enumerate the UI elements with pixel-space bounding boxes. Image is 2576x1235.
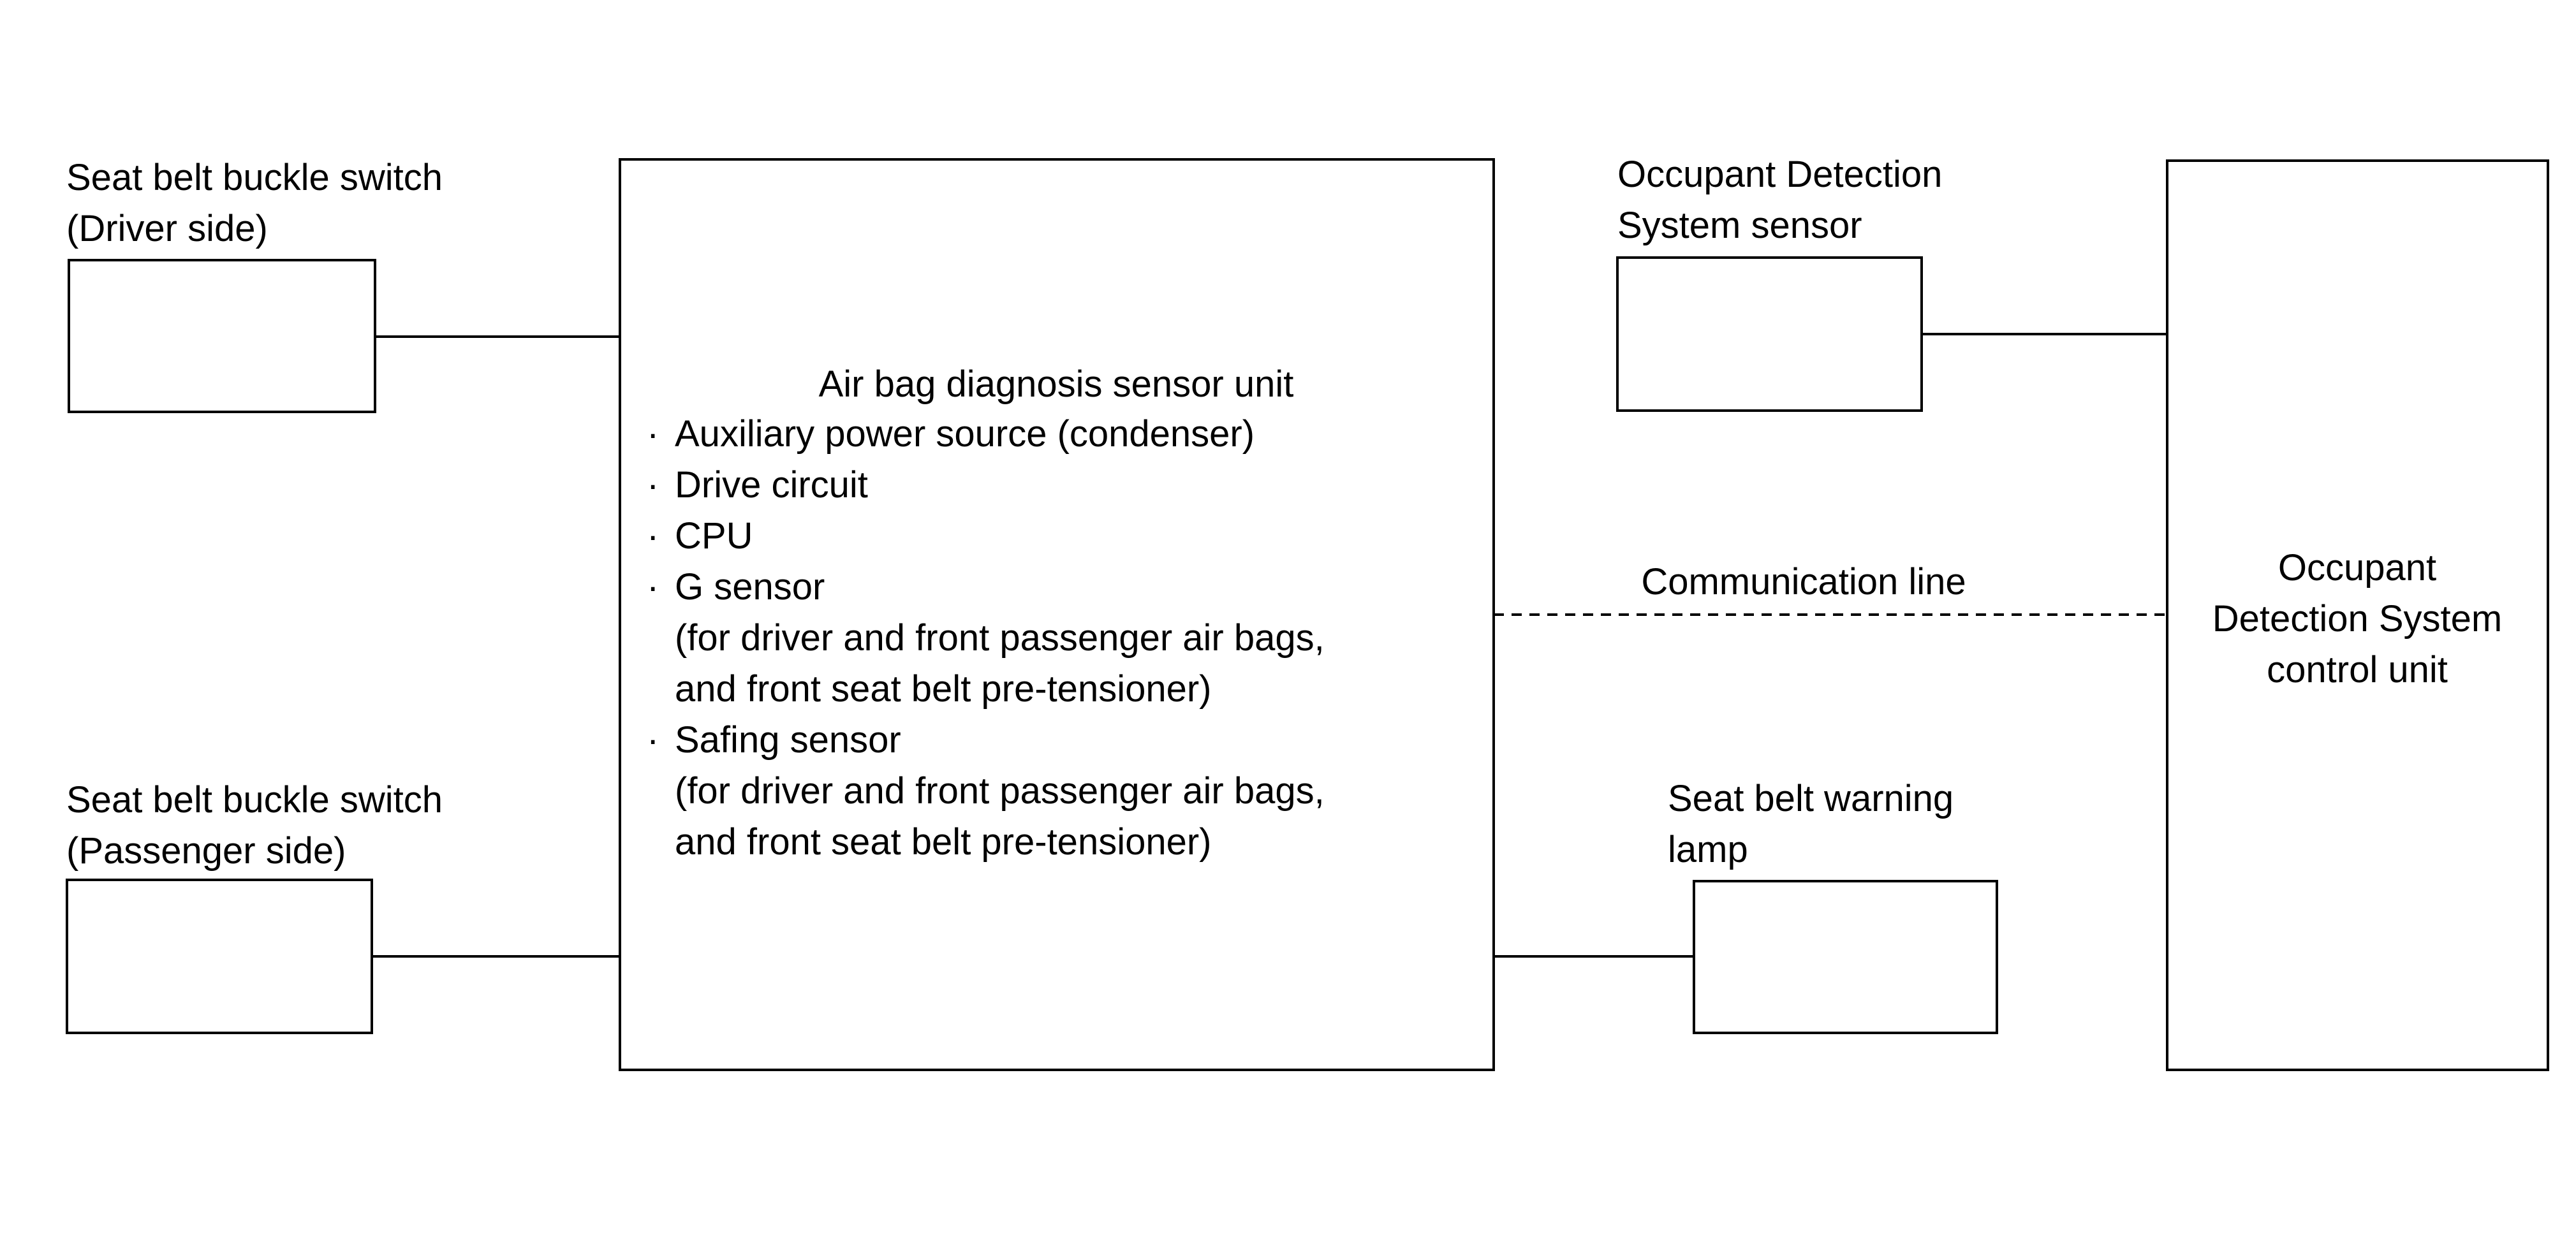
warning-lamp-label-line1: Seat belt warning — [1668, 778, 1954, 819]
ods-control-unit-label-line2: Detection System — [2212, 598, 2503, 639]
bullet-drive-circuit: · — [647, 464, 659, 506]
item-cpu: CPU — [675, 515, 753, 557]
ods-control-unit: Occupant Detection System control unit — [2166, 159, 2549, 1071]
item-safing-sensor-detail-2: and front seat belt pre-tensioner) — [675, 821, 1211, 863]
bullet-safing-sensor: · — [647, 719, 659, 761]
item-drive-circuit: Drive circuit — [675, 464, 868, 506]
warning-lamp-label-line2: lamp — [1668, 829, 1748, 870]
driver-buckle-switch-label-line2: (Driver side) — [66, 208, 268, 249]
item-g-sensor-detail-1: (for driver and front passenger air bags… — [675, 617, 1325, 659]
bullet-auxiliary-power: · — [647, 413, 659, 455]
item-safing-sensor-detail-1: (for driver and front passenger air bags… — [675, 770, 1325, 812]
air-bag-diagnosis-sensor-unit: Air bag diagnosis sensor unit · Auxiliar… — [619, 158, 1495, 1071]
ods-sensor-label-line1: Occupant Detection — [1617, 154, 1942, 195]
item-g-sensor: G sensor — [675, 566, 825, 608]
ods-control-unit-label-line3: control unit — [2267, 649, 2448, 691]
driver-buckle-switch: Seat belt buckle switch (Driver side) — [66, 157, 443, 413]
ods-sensor-box — [1616, 256, 1923, 412]
ods-sensor: Occupant Detection System sensor — [1616, 154, 1942, 412]
ods-control-unit-label-line1: Occupant — [2278, 547, 2436, 588]
warning-lamp-box — [1693, 880, 1998, 1034]
passenger-buckle-switch-box — [66, 879, 373, 1034]
ods-sensor-label-line2: System sensor — [1617, 205, 1862, 246]
driver-buckle-switch-label-line1: Seat belt buckle switch — [66, 157, 443, 198]
item-auxiliary-power: Auxiliary power source (condenser) — [675, 413, 1255, 455]
bullet-g-sensor: · — [647, 566, 659, 608]
bullet-cpu: · — [647, 515, 659, 557]
communication-line-label: Communication line — [1641, 561, 1966, 603]
seat-belt-warning-lamp: Seat belt warning lamp — [1668, 778, 1998, 1034]
air-bag-unit-title: Air bag diagnosis sensor unit — [819, 363, 1294, 405]
passenger-buckle-switch: Seat belt buckle switch (Passenger side) — [66, 779, 443, 1034]
ods-control-unit-box — [2166, 159, 2549, 1071]
passenger-buckle-switch-label-line2: (Passenger side) — [66, 830, 346, 872]
passenger-buckle-switch-label-line1: Seat belt buckle switch — [66, 779, 443, 821]
item-g-sensor-detail-2: and front seat belt pre-tensioner) — [675, 668, 1211, 710]
air-bag-unit-box — [619, 158, 1495, 1071]
item-safing-sensor: Safing sensor — [675, 719, 901, 761]
driver-buckle-switch-box — [68, 259, 376, 413]
